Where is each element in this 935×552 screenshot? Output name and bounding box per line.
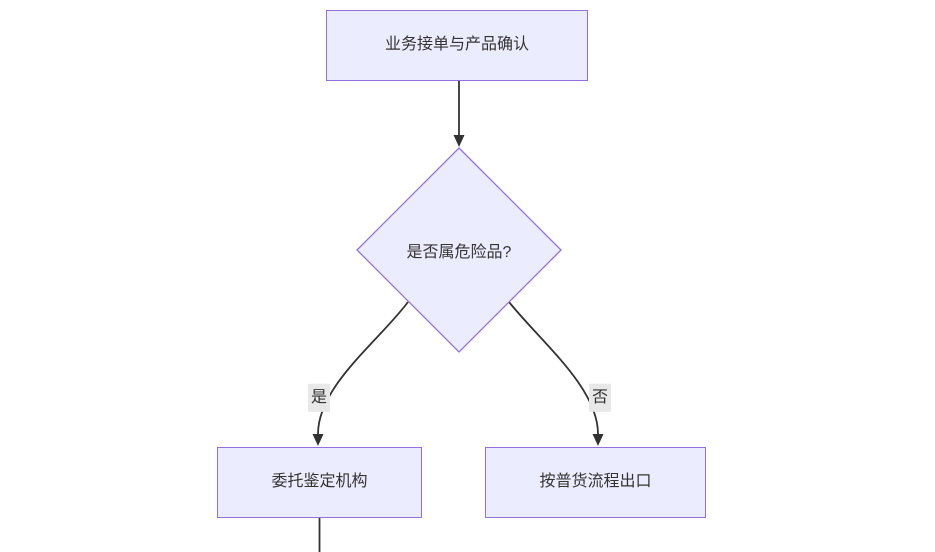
arrowhead-icon [312,434,324,446]
node-start-label: 业务接单与产品确认 [384,36,529,54]
edge-decision-to-yes-target [312,301,409,446]
arrowhead-icon [453,135,465,147]
edge-line [508,301,599,435]
edge-label-yes: 是 [307,383,331,413]
node-decision-label: 是否属危险品? [406,244,512,261]
arrowhead-icon [592,434,604,446]
node-no-target: 按普货流程出口 [485,447,706,518]
node-yes-target: 委托鉴定机构 [217,447,422,518]
edge-line [317,301,409,435]
edge-label-no: 否 [588,383,612,413]
node-yes-target-label: 委托鉴定机构 [271,473,368,491]
edge-decision-to-no-target [508,301,604,446]
node-start: 业务接单与产品确认 [326,10,588,81]
decision-diamond-shape [356,147,562,353]
edge-start-to-decision [453,81,465,147]
node-no-target-label: 按普货流程出口 [539,473,652,491]
